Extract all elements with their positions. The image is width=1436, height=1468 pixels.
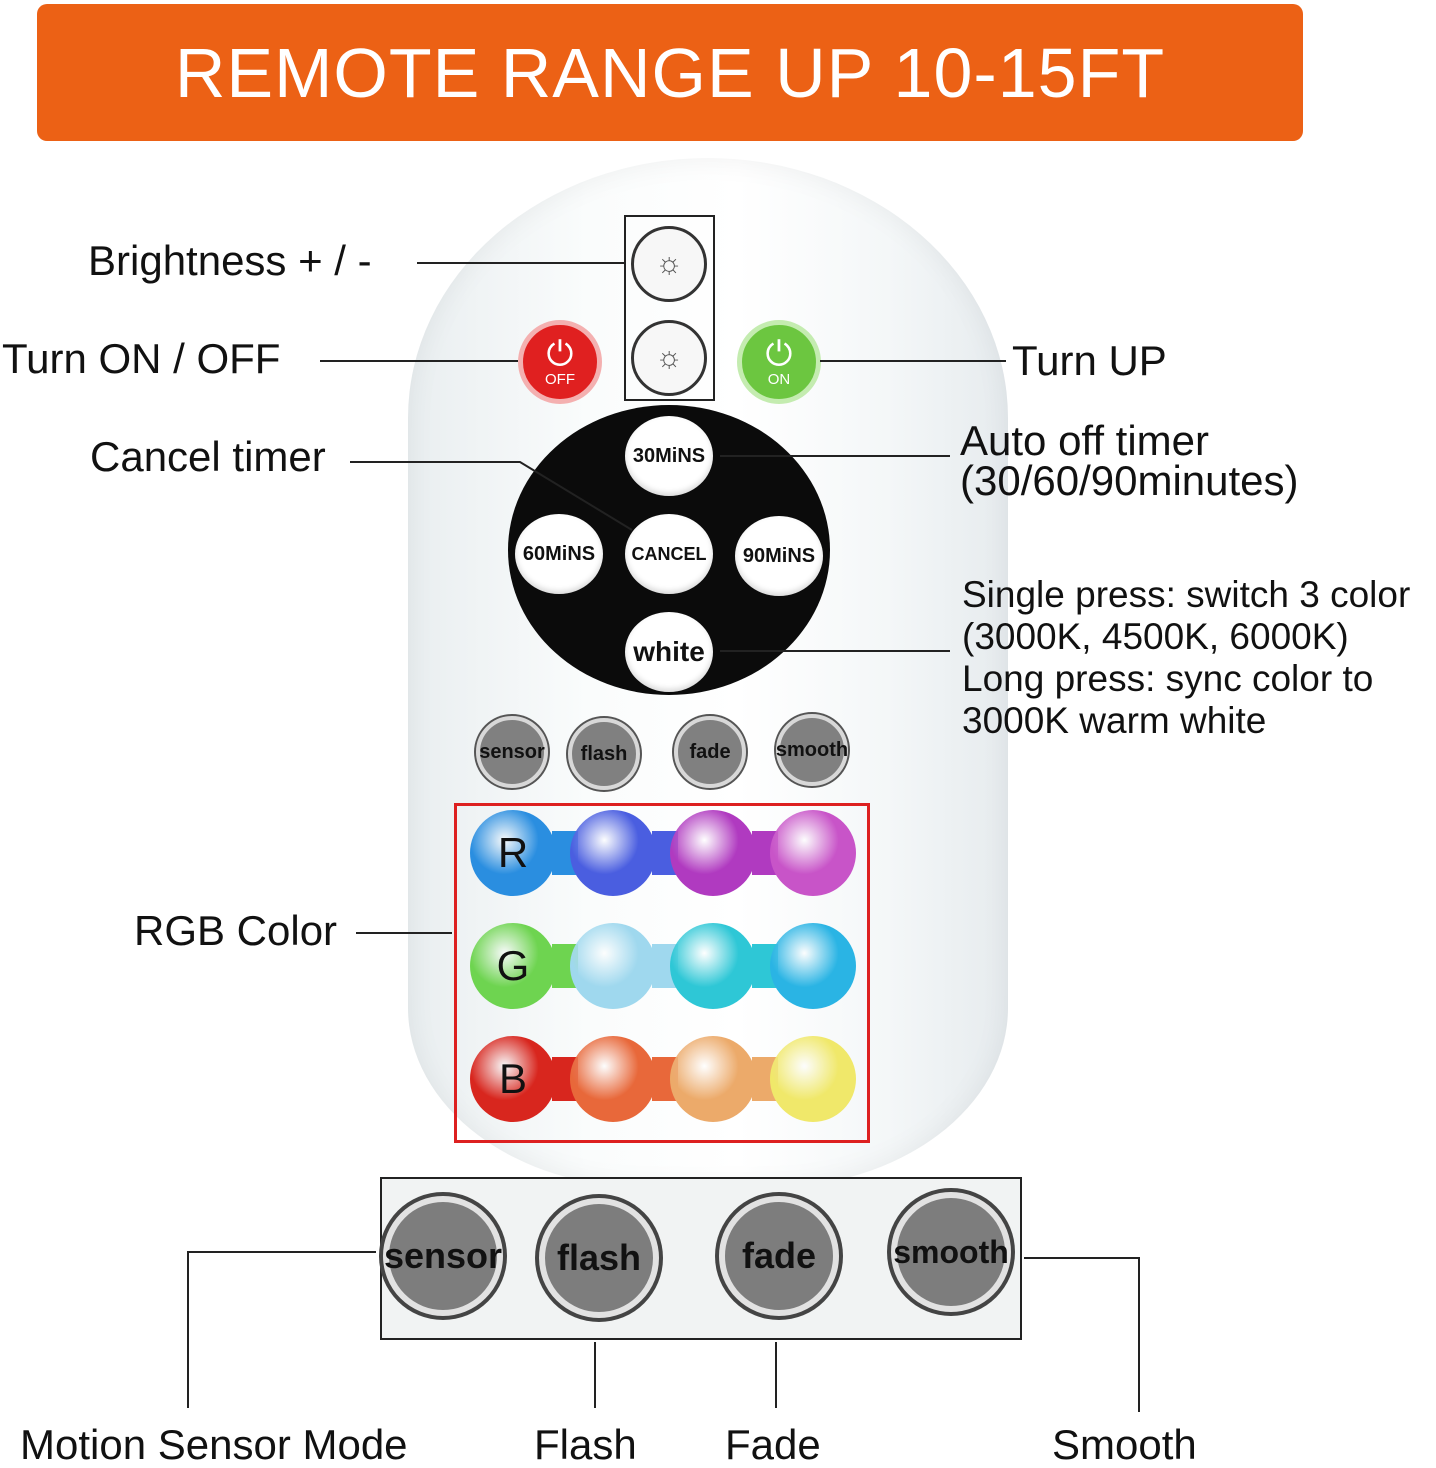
- rgb-color-label: RGB Color: [134, 907, 338, 954]
- flash-label: Flash: [534, 1421, 637, 1468]
- turn-up-leader-line: [820, 360, 1006, 362]
- power-label: Turn ON / OFF: [2, 335, 281, 382]
- sun-down-icon: ☼: [655, 341, 683, 374]
- color-button-b[interactable]: B: [470, 1036, 556, 1122]
- power-icon: ⏻: [765, 334, 793, 373]
- timer-60-button[interactable]: 60MiNS: [515, 514, 603, 594]
- power-on-button[interactable]: ⏻ ON: [737, 320, 821, 404]
- flash-mode-button[interactable]: flash: [568, 718, 640, 790]
- auto-off-label-line2: (30/60/90minutes): [960, 457, 1299, 504]
- fade-mode-button[interactable]: fade: [674, 716, 746, 788]
- white-button[interactable]: white: [625, 612, 713, 692]
- sensor-mode-button[interactable]: sensor: [476, 716, 548, 788]
- color-swatch-button[interactable]: [770, 1036, 856, 1122]
- fade-mode-closeup: fade: [719, 1196, 839, 1316]
- fade-label: Fade: [725, 1421, 821, 1468]
- brightness-up-button[interactable]: ☼: [631, 226, 707, 302]
- power-off-button[interactable]: ⏻ OFF: [518, 320, 602, 404]
- power-icon: ⏻: [546, 334, 574, 373]
- cancel-timer-label: Cancel timer: [90, 433, 326, 480]
- brightness-leader-line: [417, 262, 624, 264]
- color-swatch-button[interactable]: [770, 810, 856, 896]
- power-leader-line: [320, 360, 518, 362]
- sun-up-icon: ☼: [655, 247, 683, 280]
- color-swatch-button[interactable]: [670, 1036, 756, 1122]
- smooth-label: Smooth: [1052, 1421, 1197, 1468]
- on-label: ON: [767, 370, 791, 388]
- brightness-label: Brightness + / -: [88, 237, 372, 284]
- turn-up-label: Turn UP: [1012, 337, 1167, 384]
- auto-off-label-line1: Auto off timer: [960, 417, 1210, 464]
- brightness-button-group: [624, 215, 715, 401]
- timer-90-button[interactable]: 90MiNS: [735, 516, 823, 596]
- smooth-mode-button[interactable]: smooth: [776, 714, 848, 786]
- white-desc-line4: 3000K warm white: [962, 700, 1267, 741]
- off-label: OFF: [545, 370, 575, 388]
- color-swatch-button[interactable]: [570, 1036, 656, 1122]
- range-banner: REMOTE RANGE UP 10-15FT: [37, 4, 1303, 141]
- cancel-timer-button[interactable]: CANCEL: [625, 514, 713, 594]
- white-desc-line3: Long press: sync color to: [962, 658, 1374, 699]
- color-swatch-button[interactable]: [770, 923, 856, 1009]
- sensor-mode-closeup: sensor: [383, 1196, 503, 1316]
- white-desc-line1: Single press: switch 3 color: [962, 574, 1411, 615]
- color-swatch-button[interactable]: [570, 923, 656, 1009]
- color-button-r[interactable]: R: [470, 810, 556, 896]
- brightness-down-button[interactable]: ☼: [631, 320, 707, 396]
- color-swatch-button[interactable]: [670, 923, 756, 1009]
- rgb-color-group: [454, 803, 870, 1143]
- color-swatch-button[interactable]: [670, 810, 756, 896]
- smooth-mode-closeup: smooth: [891, 1192, 1011, 1312]
- flash-mode-closeup: flash: [539, 1198, 659, 1318]
- white-desc-line2: (3000K, 4500K, 6000K): [962, 616, 1349, 657]
- timer-30-button[interactable]: 30MiNS: [625, 416, 713, 496]
- color-swatch-button[interactable]: [570, 810, 656, 896]
- motion-sensor-label: Motion Sensor Mode: [20, 1421, 408, 1468]
- color-button-g[interactable]: G: [470, 923, 556, 1009]
